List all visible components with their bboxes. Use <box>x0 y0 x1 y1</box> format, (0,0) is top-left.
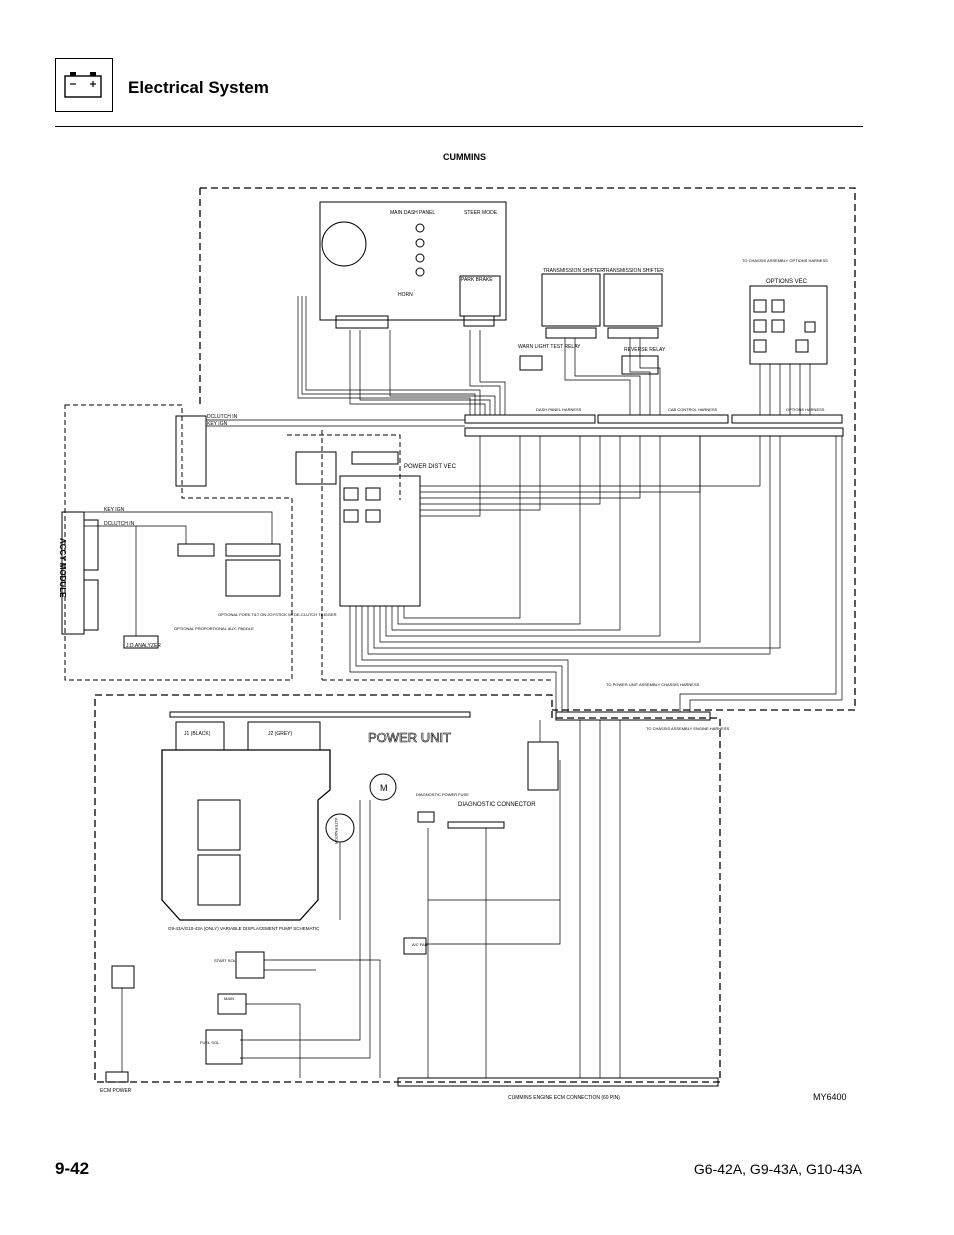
label-options-harness-2: OPTIONS HARNESS <box>786 407 825 412</box>
diagram-heading: CUMMINS <box>443 152 486 162</box>
label-ecm-connection: CUMMINS ENGINE ECM CONNECTION (60 PIN) <box>508 1095 620 1101</box>
ecm-60-pin-connector <box>397 1077 719 1087</box>
label-start-sol: START SOL <box>214 958 237 963</box>
label-key-ign: KEY IGN <box>207 421 228 427</box>
label-motor: M <box>380 783 388 793</box>
label-power-dist-vec: POWER DIST VEC <box>404 464 457 470</box>
label-options-harness: TO CHASSIS ASSEMBLY OPTIONS HARNESS <box>742 258 828 263</box>
diagnostic-connector <box>447 821 505 829</box>
page-number: 9-42 <box>55 1159 90 1178</box>
label-pump-schematic: G9-43A/G10-43A (ONLY) VARIABLE DISPLACEM… <box>168 926 320 931</box>
battery-icon <box>64 72 102 98</box>
label-j1: J1 (BLACK) <box>184 731 211 737</box>
label-j2: J2 (GREY) <box>268 731 293 737</box>
label-horn: HORN <box>398 292 413 298</box>
label-jd-analyzer: J.D.ANALYZER <box>126 643 161 649</box>
header-icon-box <box>55 58 113 112</box>
options-harness-connector <box>731 414 843 424</box>
label-ac-fan: A/C FAN <box>412 942 428 947</box>
page-title: Electrical System <box>128 78 269 97</box>
label-steer-mode: STEER MODE <box>464 210 498 216</box>
label-park-brake: PARK BRAKE <box>461 277 493 283</box>
label-diagnostic-fuse: DIAGNOSTIC POWER FUSE <box>416 792 469 797</box>
label-key-ign-2: KEY IGN <box>104 507 125 513</box>
label-power-unit-assembly: TO POWER UNIT ASSEMBLY CHASSIS HARNESS <box>606 682 700 687</box>
label-trans-shifter-2: TRANSMISSION SHIFTER <box>603 268 664 274</box>
label-dclutch-in: DCLUTCH IN <box>207 414 238 420</box>
label-optional-aux-paddle: OPTIONAL PROPORTIONAL AUX. PADDLE <box>174 626 254 631</box>
header-divider <box>55 126 863 127</box>
cab-control-connector <box>597 414 729 424</box>
label-optional-tilt: OPTIONAL FORK TILT ON JOYSTICK W/ DE-CLU… <box>218 612 337 617</box>
figure-id: MY6400 <box>813 1092 847 1102</box>
label-reverse-relay: REVERSE RELAY <box>624 347 666 353</box>
label-cab-control-harness: CAB CONTROL HARNESS <box>668 407 718 412</box>
dash-harness-connector <box>464 414 596 424</box>
ignition-switch <box>321 221 367 267</box>
model-list: G6-42A, G9-43A, G10-43A <box>693 1161 862 1177</box>
label-options-vec: OPTIONS VEC <box>766 279 808 285</box>
label-main-dash-panel: MAIN DASH PANEL <box>390 210 435 216</box>
starter-motor <box>369 773 397 801</box>
ecm-housing <box>161 749 331 921</box>
alternator <box>325 813 355 843</box>
label-main-relay: MAIN <box>224 996 234 1001</box>
label-fuel-sol: FUEL SOL <box>200 1040 220 1045</box>
label-alternator: ALTERNATOR <box>334 818 339 844</box>
label-trans-shifter-1: TRANSMISSION SHIFTER <box>543 268 604 274</box>
options-vec-box <box>749 285 828 365</box>
main-dash-panel-box <box>319 201 507 321</box>
label-warn-light-relay: WARN LIGHT TEST RELAY <box>518 344 581 350</box>
label-dash-harness: DASH PANEL HARNESS <box>536 407 582 412</box>
label-dclutch-in-2: DCLUTCH IN <box>104 521 135 527</box>
trans-shifter-1-box <box>541 273 601 327</box>
label-power-unit: POWER UNIT <box>368 730 451 745</box>
power-unit-boundary <box>94 694 721 1083</box>
label-diagnostic-connector: DIAGNOSTIC CONNECTOR <box>458 802 536 808</box>
accy-boundary <box>64 404 293 681</box>
label-accy-module: ACCY MODULE <box>58 538 67 598</box>
label-chassis-engine: TO CHASSIS ASSEMBLY ENGINE HARNESS <box>646 726 729 731</box>
cab-boundary <box>200 187 856 711</box>
accy-module-box <box>61 511 85 635</box>
trans-shifter-2-box <box>603 273 663 327</box>
label-ecm-power: ECM POWER <box>100 1088 132 1094</box>
